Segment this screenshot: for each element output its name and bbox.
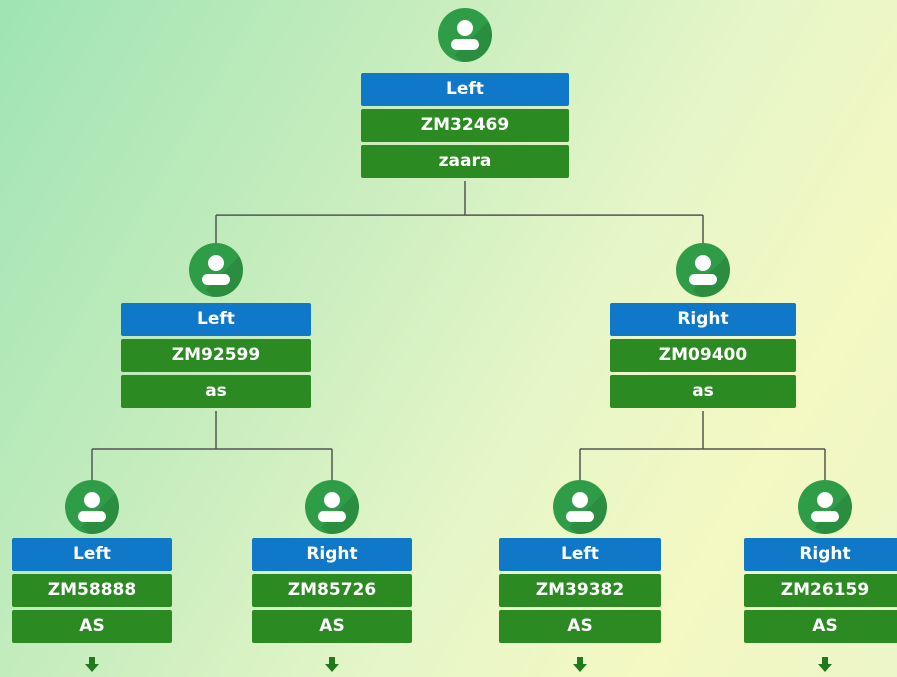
member-name: as bbox=[121, 375, 311, 408]
arrow-down-icon[interactable] bbox=[818, 657, 832, 673]
arrow-stem bbox=[577, 657, 583, 665]
user-avatar-icon[interactable] bbox=[305, 480, 359, 534]
user-avatar-icon[interactable] bbox=[676, 243, 730, 297]
member-name: AS bbox=[744, 610, 897, 643]
position-label: Left bbox=[361, 73, 569, 106]
member-id: ZM39382 bbox=[499, 574, 661, 607]
member-name: AS bbox=[12, 610, 172, 643]
arrow-down-icon[interactable] bbox=[325, 657, 339, 673]
avatar-body bbox=[566, 511, 594, 522]
avatar-body bbox=[318, 511, 346, 522]
avatar-head bbox=[84, 492, 100, 508]
avatar-body bbox=[78, 511, 106, 522]
avatar-body bbox=[811, 511, 839, 522]
arrow-tip bbox=[818, 664, 832, 672]
avatar-body bbox=[451, 39, 479, 50]
member-name: AS bbox=[252, 610, 412, 643]
arrow-stem bbox=[822, 657, 828, 665]
user-avatar-icon[interactable] bbox=[438, 8, 492, 62]
member-id: ZM32469 bbox=[361, 109, 569, 142]
avatar-head bbox=[457, 20, 473, 36]
member-name: zaara bbox=[361, 145, 569, 178]
user-avatar-icon[interactable] bbox=[189, 243, 243, 297]
avatar-head bbox=[324, 492, 340, 508]
arrow-tip bbox=[85, 664, 99, 672]
position-label: Left bbox=[12, 538, 172, 571]
arrow-stem bbox=[329, 657, 335, 665]
user-avatar-icon[interactable] bbox=[553, 480, 607, 534]
position-label: Left bbox=[121, 303, 311, 336]
arrow-tip bbox=[573, 664, 587, 672]
user-avatar-icon[interactable] bbox=[798, 480, 852, 534]
arrow-stem bbox=[89, 657, 95, 665]
position-label: Left bbox=[499, 538, 661, 571]
arrow-tip bbox=[325, 664, 339, 672]
member-id: ZM92599 bbox=[121, 339, 311, 372]
avatar-head bbox=[208, 255, 224, 271]
member-id: ZM85726 bbox=[252, 574, 412, 607]
avatar-head bbox=[695, 255, 711, 271]
avatar-body bbox=[689, 274, 717, 285]
avatar-head bbox=[817, 492, 833, 508]
position-label: Right bbox=[252, 538, 412, 571]
member-id: ZM58888 bbox=[12, 574, 172, 607]
member-name: AS bbox=[499, 610, 661, 643]
user-avatar-icon[interactable] bbox=[65, 480, 119, 534]
arrow-down-icon[interactable] bbox=[85, 657, 99, 673]
avatar-head bbox=[572, 492, 588, 508]
member-id: ZM09400 bbox=[610, 339, 796, 372]
member-id: ZM26159 bbox=[744, 574, 897, 607]
member-name: as bbox=[610, 375, 796, 408]
position-label: Right bbox=[610, 303, 796, 336]
arrow-down-icon[interactable] bbox=[573, 657, 587, 673]
position-label: Right bbox=[744, 538, 897, 571]
avatar-body bbox=[202, 274, 230, 285]
